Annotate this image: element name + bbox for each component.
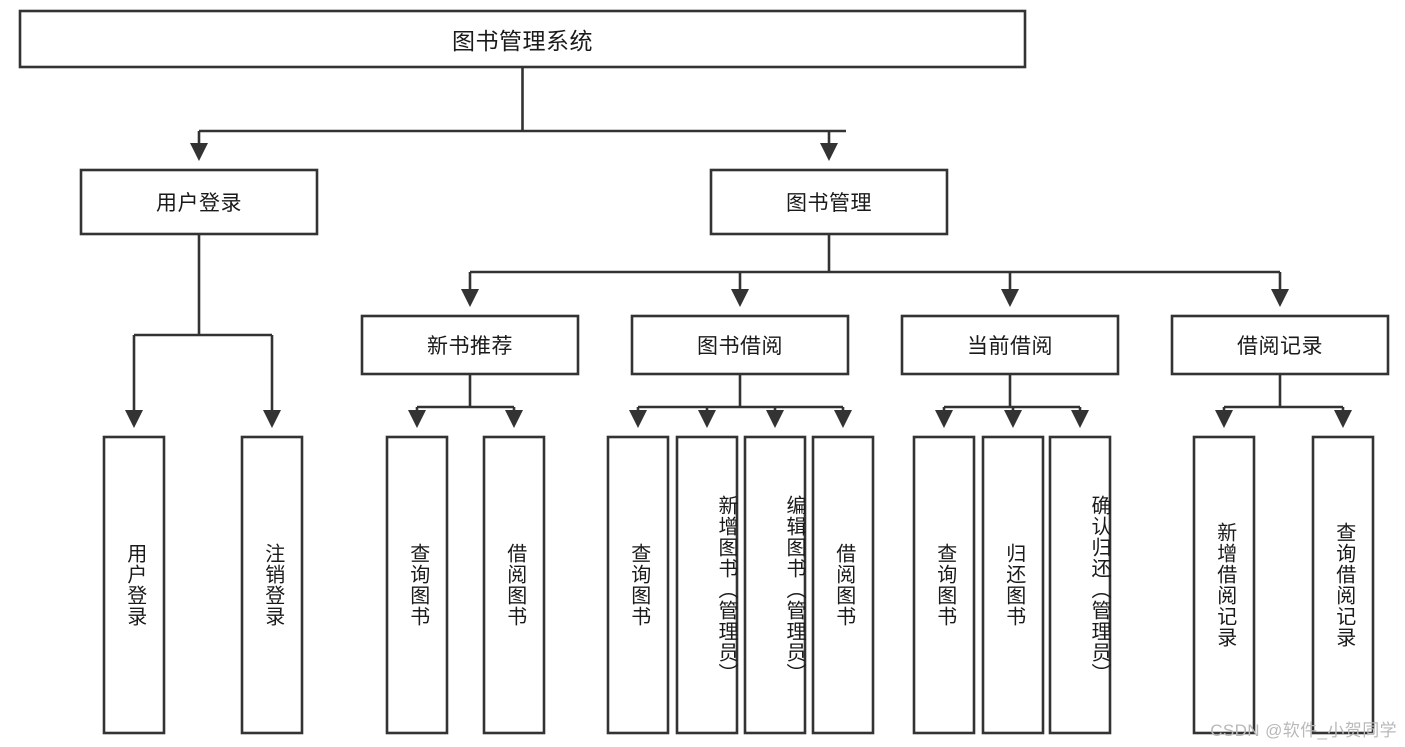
node-box-borrow-record[interactable] <box>1170 314 1390 376</box>
connector-group-book-management <box>460 234 1290 308</box>
node-box-leaf-user-login[interactable] <box>102 435 166 735</box>
connector-group-book-borrow <box>628 374 853 429</box>
node-box-new-book-recommend[interactable] <box>360 314 580 376</box>
node-box-leaf-borrow-book-recommend[interactable] <box>482 435 546 735</box>
node-box-leaf-confirm-return[interactable] <box>1048 435 1112 735</box>
node-box-book-management[interactable] <box>709 168 949 236</box>
connector-group-current-borrow <box>934 374 1090 429</box>
node-box-leaf-add-borrow-record[interactable] <box>1192 435 1256 735</box>
node-box-leaf-borrow-book[interactable] <box>811 435 875 735</box>
node-box-book-borrow[interactable] <box>630 314 850 376</box>
node-box-leaf-logout[interactable] <box>240 435 304 735</box>
node-box-user-login[interactable] <box>79 168 319 236</box>
connector-group-root <box>189 67 846 162</box>
node-box-leaf-query-borrow-record[interactable] <box>1311 435 1375 735</box>
node-box-leaf-return-book[interactable] <box>981 435 1045 735</box>
connector-group-borrow-record <box>1214 374 1353 429</box>
node-box-leaf-query-book-current[interactable] <box>912 435 976 735</box>
node-box-current-borrow[interactable] <box>900 314 1120 376</box>
csdn-watermark: CSDN @软件_小贺同学 <box>1210 721 1397 740</box>
node-box-leaf-edit-book[interactable] <box>743 435 807 735</box>
node-box-leaf-query-book-recommend[interactable] <box>385 435 449 735</box>
node-box-leaf-query-book-borrow[interactable] <box>606 435 670 735</box>
node-box-leaf-add-book[interactable] <box>675 435 739 735</box>
connector-group-user-login <box>124 234 282 429</box>
node-box-root[interactable] <box>18 9 1027 69</box>
connector-group-new-book-recommend <box>407 374 524 429</box>
